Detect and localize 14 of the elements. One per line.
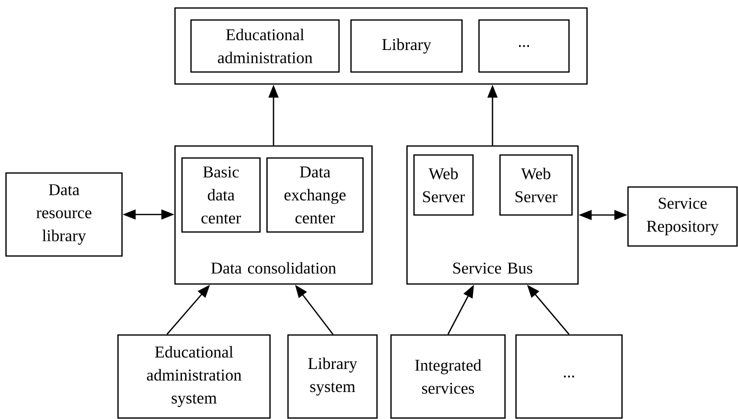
process-box: Educational administration (190, 19, 340, 73)
container-box (174, 7, 588, 85)
process-box: Service Repository (627, 186, 738, 247)
process-box: Library system (287, 334, 378, 419)
process-box: ... (478, 19, 570, 73)
process-box: Data exchange center (266, 157, 364, 233)
process-box: Web Server (413, 154, 474, 216)
process-box: Integrated services (390, 334, 506, 419)
process-box: ... (515, 334, 623, 419)
process-box: Educational administration system (117, 334, 271, 419)
process-box: Data resource library (5, 172, 123, 257)
process-box: Library (350, 19, 463, 73)
process-box: Basic data center (181, 157, 261, 233)
process-box: Web Server (499, 154, 573, 216)
